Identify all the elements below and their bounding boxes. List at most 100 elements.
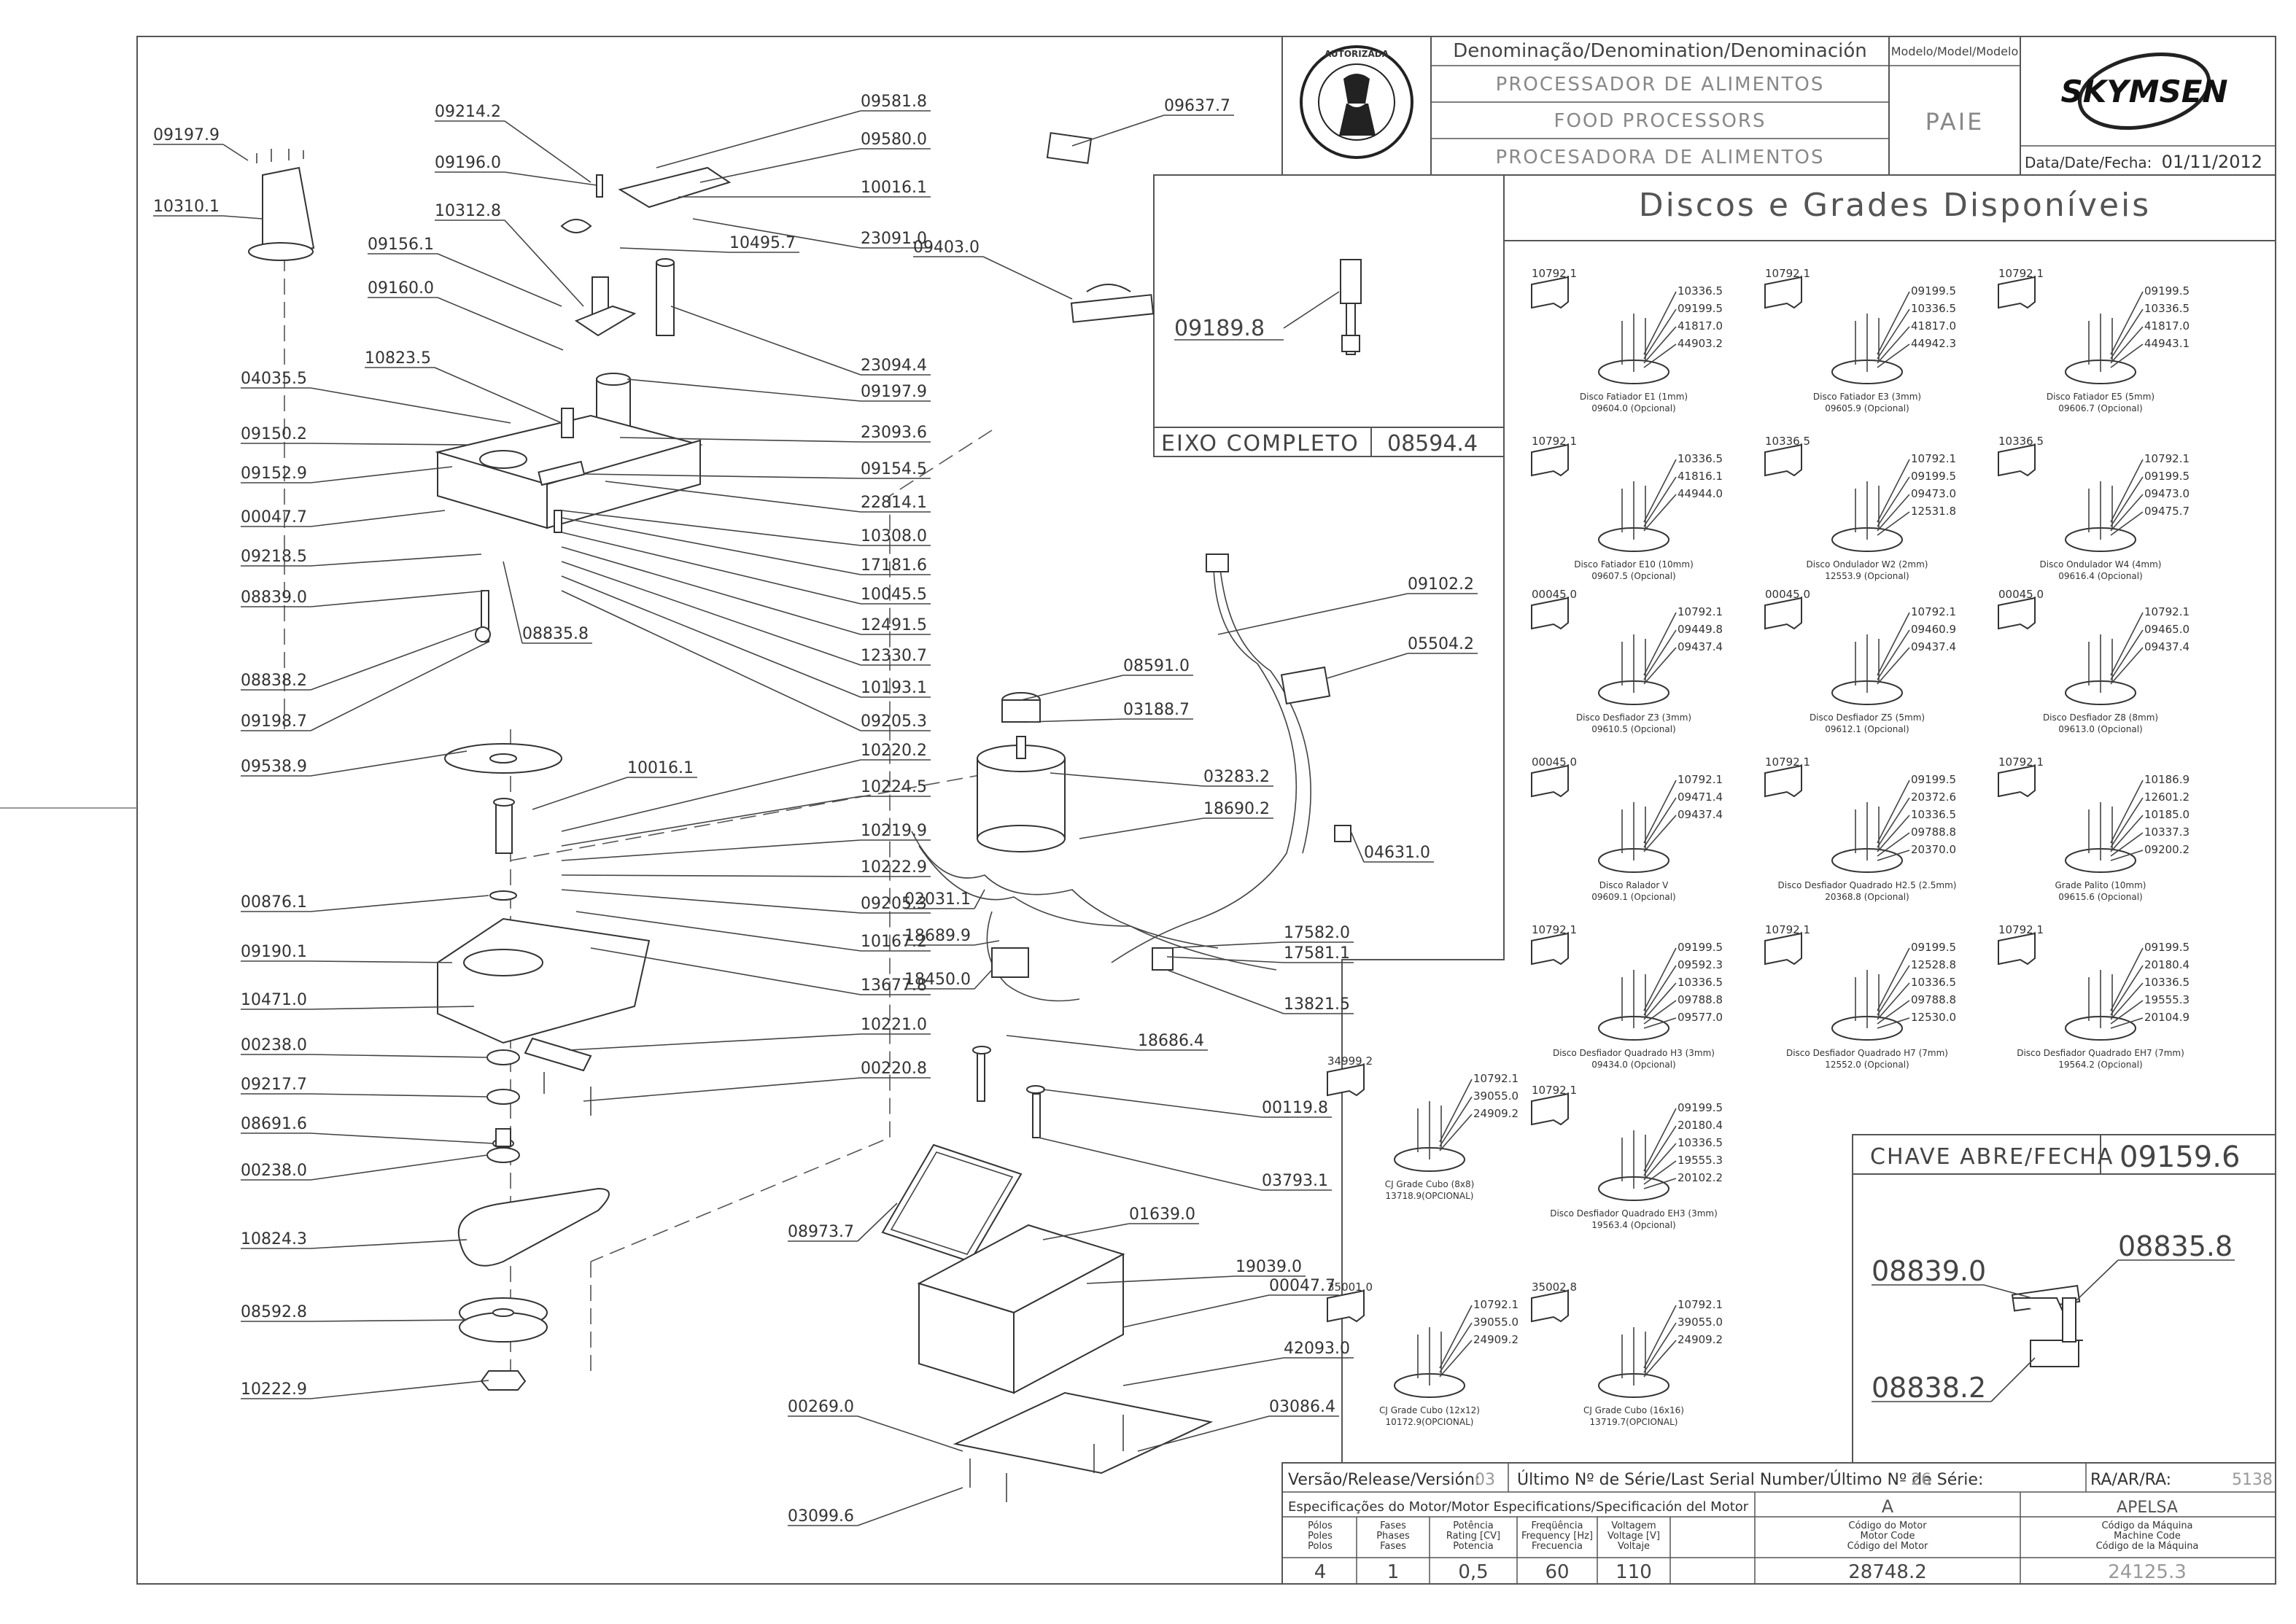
disc-code: 09612.1 (Opcional) — [1825, 724, 1909, 734]
motor-spec-header: Polos — [1308, 1541, 1333, 1552]
disc-part-code: 12528.8 — [1911, 958, 1956, 971]
disc-part-code: 09788.8 — [1911, 993, 1956, 1006]
disc-part-code: 24909.2 — [1473, 1107, 1519, 1120]
disc-part-code: 20104.9 — [2144, 1011, 2190, 1024]
disc-holder-icon — [1764, 443, 1802, 477]
leader-line — [437, 253, 562, 307]
part-code-label: 10224.5 — [861, 778, 927, 796]
part-code-label: 09154.5 — [861, 460, 927, 478]
disc-name: Disco Ralador V — [1599, 880, 1669, 890]
disc-part-code: 10336.5 — [1678, 976, 1723, 989]
part-code-label: 18686.4 — [1138, 1032, 1204, 1050]
disc-part-code: 41816.1 — [1678, 470, 1723, 483]
leader-line — [699, 148, 861, 183]
disc-part-code: 39055.0 — [1473, 1089, 1519, 1103]
disc-name: Disco Fatiador E1 (1mm) — [1580, 392, 1688, 402]
main-part-labels: 09197.910310.109214.209196.010312.809156… — [153, 93, 1478, 1526]
disc-name: Grade Palito (10mm) — [2055, 880, 2146, 890]
part-code-label: 12491.5 — [861, 616, 927, 634]
motor-spec-header: Código da Máquina — [2101, 1520, 2192, 1531]
product-name-es: PROCESADORA DE ALIMENTOS — [1496, 147, 1825, 168]
disc-holder-icon — [1998, 764, 2036, 798]
ra-label: RA/AR/RA: — [2090, 1471, 2171, 1489]
leader-line — [1079, 817, 1204, 839]
disc-code: 13718.9(OPCIONAL) — [1386, 1191, 1474, 1201]
part-code-label: 04631.0 — [1364, 844, 1430, 862]
footer-table: Versão/Release/Versión: 03 Último Nº de … — [1281, 1462, 2276, 1585]
disc-holder-icon — [1764, 597, 1802, 630]
disc-code: 09609.1 (Opcional) — [1591, 892, 1675, 902]
disc-part-code: 20370.0 — [1911, 843, 1956, 856]
part-code-label: 10308.0 — [861, 527, 927, 545]
motor-letter: A — [1882, 1496, 1894, 1517]
part-code-label: 08838.2 — [241, 672, 307, 690]
part-code-label: 09581.8 — [861, 93, 927, 111]
part-code-label: 00047.7 — [241, 508, 307, 527]
part-code-label: 17582.0 — [1284, 924, 1350, 942]
leader-line — [310, 1319, 468, 1322]
disc-item: 10792.109199.512528.810336.509788.812530… — [1764, 923, 1956, 1070]
leader-line — [310, 590, 488, 607]
model-value: PAIE — [1925, 108, 1985, 136]
leader-line — [504, 120, 592, 183]
disc-item: 10336.510792.109199.509473.012531.8Disco… — [1764, 435, 1956, 581]
serial-value: 26 — [1911, 1471, 1931, 1489]
part-code-label: 09403.0 — [913, 238, 980, 257]
switch-label: CHAVE ABRE/FECHA — [1870, 1144, 2114, 1170]
disc-part-code: 09788.8 — [1678, 993, 1723, 1006]
motor-spec-value: 60 — [1545, 1561, 1569, 1583]
part-code-label: 08691.6 — [241, 1115, 307, 1133]
disc-part-code: 10792.1 — [1532, 267, 1577, 280]
disc-part-code: 41817.0 — [2144, 319, 2190, 333]
motor-maker: APELSA — [2117, 1499, 2178, 1517]
leader-line — [434, 367, 562, 424]
part-code-label: 09580.0 — [861, 131, 927, 149]
leader-line — [561, 874, 861, 877]
motor-spec-header: Potência — [1453, 1520, 1493, 1531]
motor-spec-header: Rating [CV] — [1446, 1531, 1500, 1542]
disc-part-code: 10792.1 — [1998, 755, 2044, 769]
switch-code: 09159.6 — [2119, 1141, 2240, 1174]
disc-part-code: 09199.5 — [1678, 1101, 1723, 1114]
part-code-label: 03086.4 — [1269, 1398, 1335, 1416]
part-code-label: 09190.1 — [241, 943, 307, 961]
ra-value: 5138 — [2232, 1471, 2273, 1489]
motor-spec-header: Fases — [1380, 1541, 1406, 1552]
part-code-label: 10823.5 — [365, 349, 431, 368]
disc-code: 09615.6 (Opcional) — [2058, 892, 2142, 902]
part-code-label: 00119.8 — [1262, 1099, 1328, 1117]
switch-part-1: 08835.8 — [2118, 1230, 2233, 1262]
leader-line — [1006, 1035, 1139, 1051]
disc-holder-icon — [1531, 1092, 1569, 1126]
disc-code: 09607.5 (Opcional) — [1591, 571, 1675, 581]
leader-line — [656, 110, 861, 168]
leader-line — [561, 759, 861, 832]
version-value: 03 — [1475, 1471, 1495, 1489]
version-label: Versão/Release/Versión: — [1288, 1471, 1480, 1489]
leader-line — [857, 1203, 898, 1242]
disc-part-code: 44903.2 — [1678, 337, 1723, 350]
disc-part-code: 09465.0 — [2144, 623, 2190, 636]
disc-part-code: 10792.1 — [1678, 605, 1723, 618]
disc-name: CJ Grade Cubo (8x8) — [1385, 1179, 1475, 1189]
leader-line — [437, 297, 564, 351]
part-code-label: 10312.8 — [435, 202, 501, 220]
disc-name: Disco Fatiador E3 (3mm) — [1813, 392, 1921, 402]
disc-holder-icon — [1998, 597, 2036, 630]
disc-part-code: 10792.1 — [1473, 1072, 1519, 1085]
leader-line — [1137, 1415, 1270, 1452]
disc-item: 10792.109199.510336.541817.044942.3Disco… — [1764, 267, 1956, 413]
disc-part-code: 10792.1 — [1678, 773, 1723, 786]
leader-line — [561, 561, 861, 666]
leader-line — [561, 889, 861, 914]
part-code-label: 23093.6 — [861, 424, 927, 442]
part-code-label: 09197.9 — [861, 383, 927, 401]
part-code-label: 18450.0 — [904, 971, 971, 989]
disc-part-code: 12530.0 — [1911, 1011, 1956, 1024]
disc-part-code: 10792.1 — [2144, 605, 2190, 618]
disc-part-code: 09199.5 — [2144, 941, 2190, 954]
disc-name: Disco Desfiador Quadrado H3 (3mm) — [1553, 1048, 1715, 1058]
motor-spec-value: 4 — [1314, 1561, 1327, 1583]
